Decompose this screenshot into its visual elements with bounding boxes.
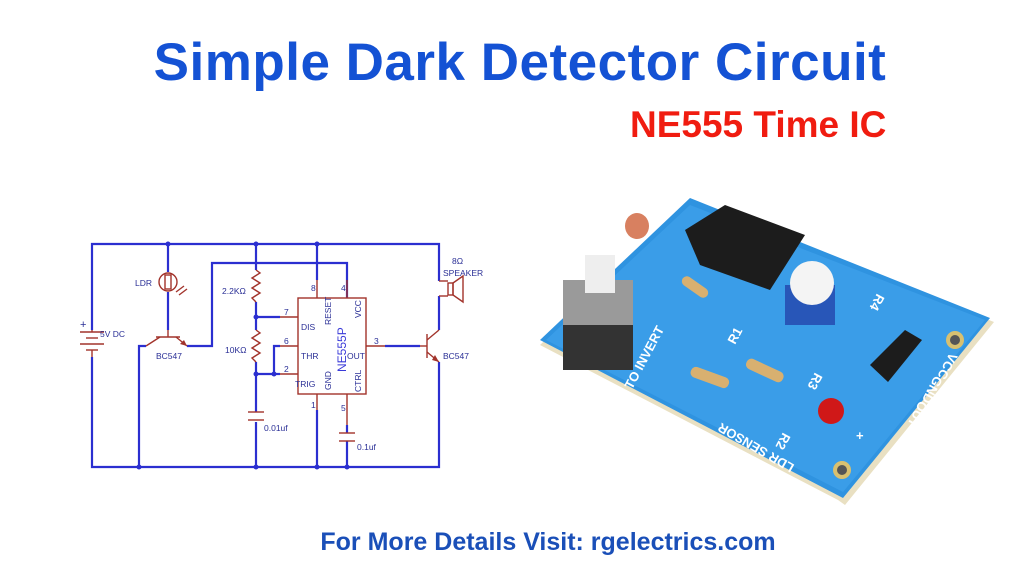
capacitor-01: 0.1uf [339, 432, 377, 452]
ne555-ic: DIS THR TRIG OUT RESET VCC GND CTRL NE55… [280, 280, 385, 425]
transistor-right-label: BC547 [443, 351, 469, 361]
battery-label: 5V DC [100, 329, 125, 339]
page-subtitle: NE555 Time IC [630, 104, 887, 145]
silk-r4: R4 [866, 292, 887, 314]
speaker-value: 8Ω [452, 256, 463, 266]
capacitor-001-label: 0.01uf [264, 423, 288, 433]
pin-4: 4 [341, 283, 346, 293]
resistor-2k2-label: 2.2KΩ [222, 286, 246, 296]
ldr-symbol: LDR [135, 272, 188, 296]
transistor-left: BC547 [145, 330, 188, 361]
speaker-label: SPEAKER [443, 268, 483, 278]
transistor-left-label: BC547 [156, 351, 182, 361]
resistor-10k-label: 10KΩ [225, 345, 246, 355]
silk-r2: R2 [773, 431, 794, 453]
pin-7: 7 [284, 307, 289, 317]
silk-r1: R1 [724, 325, 745, 347]
pin-ctrl-label: CTRL [353, 370, 363, 392]
footer-link[interactable]: For More Details Visit: rgelectrics.com [320, 528, 776, 556]
wires [90, 241, 441, 470]
pcb-module-photo: TO INVERT R1 R2 R3 R4 LDR SENSOR OUT GND… [540, 198, 994, 505]
battery-plus: + [80, 319, 86, 331]
pin-6: 6 [284, 336, 289, 346]
silk-plus: + [856, 428, 864, 443]
pin-out-label: OUT [347, 351, 365, 361]
resistor-10k: 10KΩ [225, 329, 262, 363]
pin-dis-label: DIS [301, 322, 316, 332]
silk-r3: R3 [805, 371, 826, 393]
battery-symbol: + 5V DC [80, 319, 125, 357]
pin-5: 5 [341, 403, 346, 413]
speaker-symbol: 8Ω SPEAKER [439, 256, 483, 304]
pin-vcc-label: VCC [353, 300, 363, 318]
pin-gnd-label: GND [323, 371, 333, 390]
capacitor-01-label: 0.1uf [357, 442, 377, 452]
page-title: Simple Dark Detector Circuit [153, 33, 887, 92]
ldr-label: LDR [135, 278, 152, 288]
ic-name-label: NE555P [335, 327, 349, 372]
transistor-right: BC547 [420, 329, 469, 363]
pin-reset-label: RESET [323, 297, 333, 325]
pin-3: 3 [374, 336, 379, 346]
pin-2: 2 [284, 364, 289, 374]
pin-trig-label: TRIG [295, 379, 315, 389]
pin-8: 8 [311, 283, 316, 293]
capacitor-001: 0.01uf [248, 411, 288, 433]
pin-thr-label: THR [301, 351, 318, 361]
pin-1: 1 [311, 400, 316, 410]
resistor-2k2: 2.2KΩ [222, 269, 262, 303]
